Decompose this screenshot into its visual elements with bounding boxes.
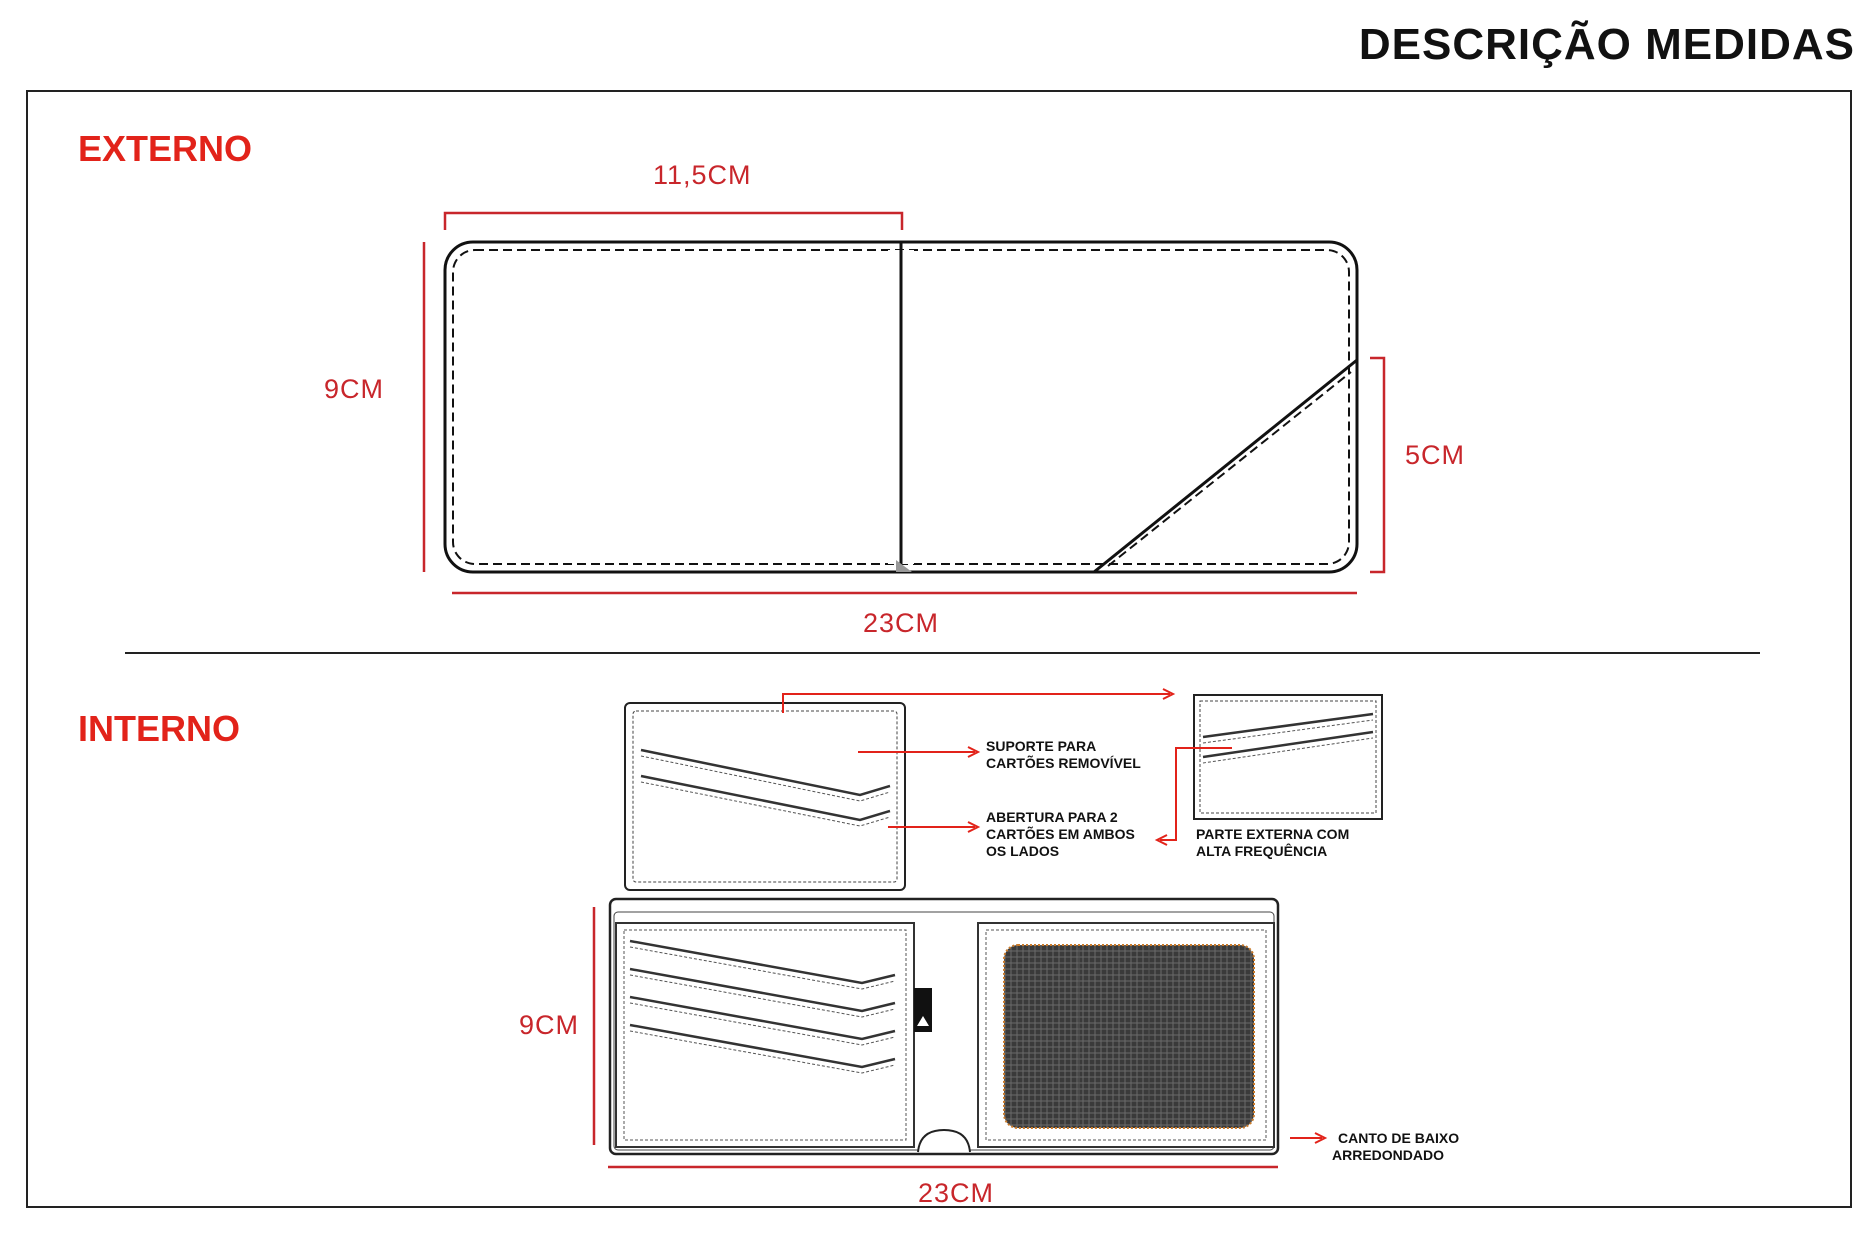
callout-card-holder: SUPORTE PARA CARTÕES REMOVÍVEL xyxy=(986,738,1141,772)
section-label-interno: INTERNO xyxy=(78,708,240,749)
dim-label-half-width: 11,5CM xyxy=(653,160,752,190)
card-holder-external-view xyxy=(1193,694,1383,820)
callout-external-line-2: ALTA FREQUÊNCIA xyxy=(1196,843,1328,859)
callout-opening-line-2: CARTÕES EM AMBOS xyxy=(986,826,1135,842)
callout-opening-line-1: ABERTURA PARA 2 xyxy=(986,809,1118,825)
external-diagonal-pocket xyxy=(1093,358,1358,574)
dim-line-pocket-height xyxy=(1370,356,1386,574)
callout-opening-line-3: OS LADOS xyxy=(986,843,1060,859)
diagram-frame xyxy=(26,90,1852,1208)
dim-line-half-width xyxy=(443,211,904,230)
callout-card-holder-line-1: SUPORTE PARA xyxy=(986,738,1097,754)
callout-rounded-corner: CANTO DE BAIXO ARREDONDADO xyxy=(1332,1130,1459,1164)
dim-label-height: 9CM xyxy=(324,374,385,404)
callout-opening: ABERTURA PARA 2 CARTÕES EM AMBOS OS LADO… xyxy=(986,809,1135,860)
dim-label-pocket-height: 5CM xyxy=(1405,440,1466,470)
removable-card-holder xyxy=(624,702,906,891)
dim-label-internal-height: 9CM xyxy=(519,1010,580,1040)
dim-label-internal-width: 23CM xyxy=(918,1178,995,1208)
callout-external-part: PARTE EXTERNA COM ALTA FREQUÊNCIA xyxy=(1196,826,1349,860)
page-title: DESCRIÇÃO MEDIDAS xyxy=(1358,20,1855,69)
internal-wallet-open xyxy=(608,897,1280,1156)
external-wallet-outline xyxy=(443,240,1359,574)
dim-label-total-width: 23CM xyxy=(863,608,940,638)
section-label-externo: EXTERNO xyxy=(78,128,253,169)
callout-arrows xyxy=(782,688,1328,1144)
callout-corner-line-1: CANTO DE BAIXO xyxy=(1338,1130,1460,1146)
callout-external-line-1: PARTE EXTERNA COM xyxy=(1196,826,1350,842)
callout-corner-line-2: ARREDONDADO xyxy=(1332,1147,1444,1163)
callout-card-holder-line-2: CARTÕES REMOVÍVEL xyxy=(986,755,1141,771)
